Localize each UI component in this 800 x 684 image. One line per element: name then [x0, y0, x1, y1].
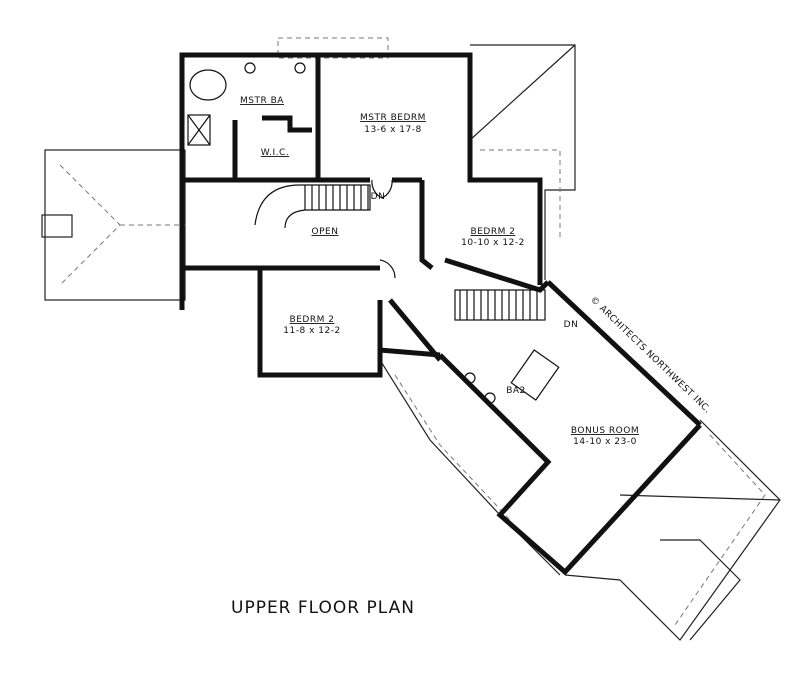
roof-bottom-left	[379, 359, 561, 576]
roof-right-top	[469, 44, 576, 280]
stair-curved	[254, 184, 371, 229]
room-label: W.I.C.	[261, 148, 289, 158]
room-label: OPEN	[312, 227, 339, 237]
plan-title: UPPER FLOOR PLAN	[231, 598, 415, 618]
stair-label: DN	[371, 192, 386, 202]
stair-straight	[454, 289, 546, 321]
room-label: MSTR BEDRM	[360, 113, 426, 123]
room-label: BEDRM 2	[290, 315, 335, 325]
walls	[179, 52, 702, 576]
room-label: BEDRM 2	[471, 227, 516, 237]
roof-left	[41, 149, 186, 301]
room-size: 14-10 x 23-0	[573, 437, 637, 447]
room-size: 13-6 x 17-8	[364, 125, 421, 135]
room-size: 10-10 x 12-2	[461, 238, 525, 248]
chimney	[41, 214, 73, 238]
stair-label: DN	[564, 320, 579, 330]
room-label: BA2	[506, 386, 526, 396]
fixtures	[187, 62, 560, 404]
bay-top	[277, 37, 389, 59]
roof-bottom-right	[564, 419, 781, 641]
room-label: MSTR BA	[240, 96, 284, 106]
copyright: © ARCHITECTS NORTHWEST INC.	[588, 295, 713, 416]
room-label: BONUS ROOM	[571, 426, 639, 436]
room-size: 11-8 x 12-2	[283, 326, 340, 336]
